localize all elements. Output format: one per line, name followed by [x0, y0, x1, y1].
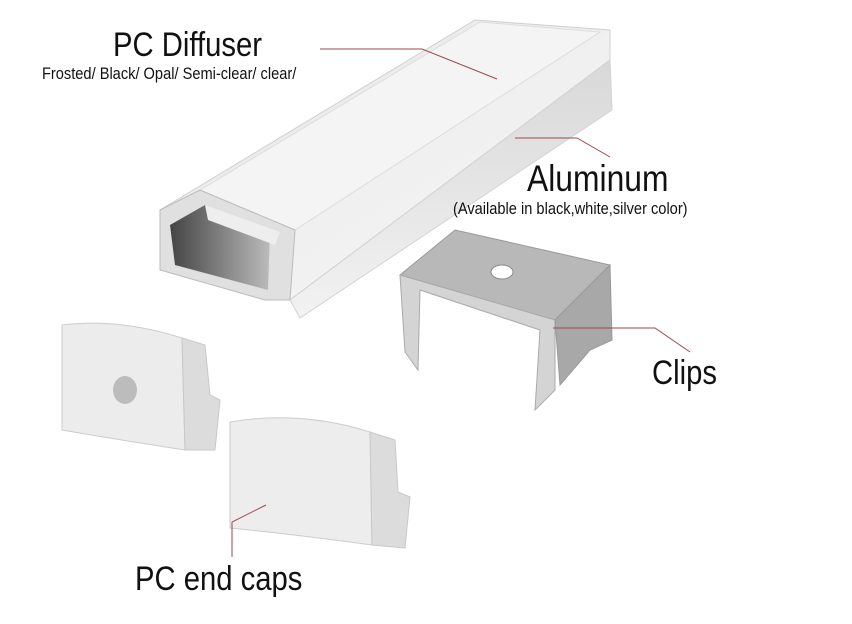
- end-cap-left: [61, 322, 221, 451]
- leader-lines: [231, 48, 691, 557]
- aluminum-leader-line: [515, 137, 611, 158]
- diffuser-leader-line: [320, 48, 498, 80]
- end-cap-right: [229, 417, 411, 549]
- diffuser-title: PC Diffuser: [113, 26, 262, 64]
- clips-leader-line: [553, 327, 691, 353]
- aluminum-profile: [159, 19, 613, 319]
- diffuser-options: Frosted/ Black/ Opal/ Semi-clear/ clear/: [42, 64, 297, 83]
- clips-title: Clips: [652, 354, 717, 392]
- endcaps-title: PC end caps: [135, 560, 303, 598]
- aluminum-note: (Available in black,white,silver color): [453, 199, 688, 218]
- endcaps-leader-line: [231, 504, 267, 557]
- aluminum-title: Aluminum: [527, 158, 669, 199]
- mounting-clip: [398, 229, 613, 412]
